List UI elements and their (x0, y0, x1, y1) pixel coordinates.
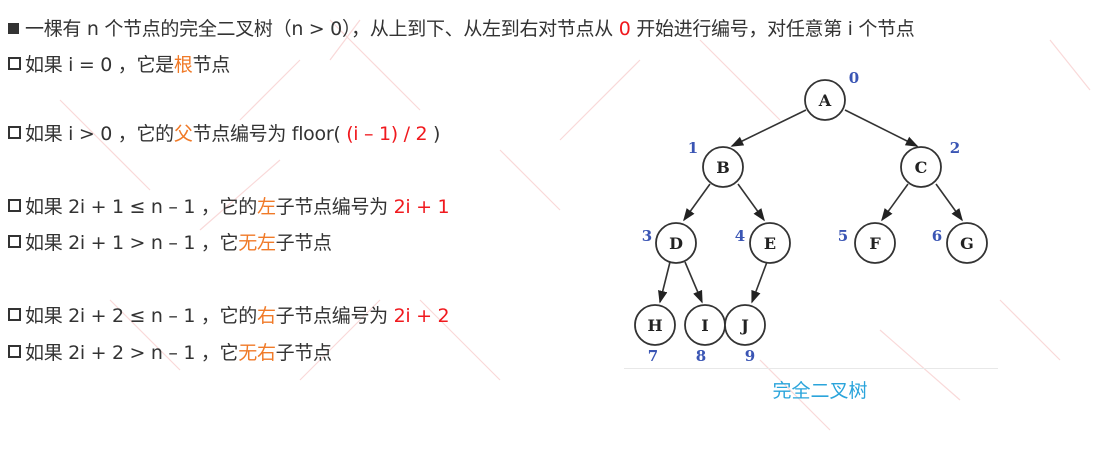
node-index: 5 (838, 227, 848, 245)
rule-text-post: 子节点 (275, 342, 332, 364)
rule-text-post: 子节点编号为 (275, 305, 394, 327)
node-label: C (915, 158, 928, 177)
hollow-square-bullet-icon (8, 235, 21, 248)
node-label: E (764, 234, 776, 253)
tree-nodes (634, 79, 988, 346)
node-label: H (647, 316, 662, 335)
rule-text: 如果 i > 0 ，它的 (25, 123, 174, 145)
rule-formula: 2i + 1 (393, 196, 450, 218)
node-index: 6 (932, 227, 942, 245)
rule-text-post: 子节点 (275, 232, 332, 254)
rule-parent: 如果 i > 0 ，它的父节点编号为 floor( (i – 1) / 2 ) (8, 121, 440, 147)
rule-emphasis: 无左 (238, 232, 276, 254)
rule-left-child: 如果 2i + 1 ≤ n – 1 ，它的左子节点编号为 2i + 1 (8, 194, 450, 220)
rule-text-tail: ) (427, 123, 441, 145)
rule-text: 如果 i = 0 ，它是 (25, 54, 174, 76)
diagram-caption: 完全二叉树 (772, 380, 868, 402)
intro-highlight: 0 (618, 18, 631, 40)
node-index: 1 (688, 139, 698, 157)
intro-text: 一棵有 n 个节点的完全二叉树（n > 0），从上到下、从左到右对节点从 (25, 18, 619, 40)
intro-text-suffix: 开始进行编号，对任意第 i 个节点 (630, 18, 915, 40)
node-index: 2 (950, 139, 960, 157)
rule-emphasis: 父 (173, 123, 193, 145)
node-index: 4 (735, 227, 745, 245)
node-label: J (739, 316, 749, 335)
node-index: 3 (642, 227, 652, 245)
rule-emphasis: 右 (256, 305, 276, 327)
caption-divider (624, 368, 998, 369)
rule-formula: 2i + 2 (393, 305, 450, 327)
rule-no-left-child: 如果 2i + 1 > n – 1 ，它无左子节点 (8, 230, 332, 256)
rule-text-post: 节点 (192, 54, 231, 76)
node-index: 9 (745, 347, 755, 365)
node-label: A (818, 91, 832, 110)
rule-text: 如果 2i + 1 > n – 1 ，它 (25, 232, 239, 254)
rule-emphasis: 左 (256, 196, 276, 218)
intro-line: 一棵有 n 个节点的完全二叉树（n > 0），从上到下、从左到右对节点从 0 开… (8, 16, 915, 42)
rule-text-post: 子节点编号为 (275, 196, 394, 218)
hollow-square-bullet-icon (8, 345, 21, 358)
node-label: G (960, 234, 974, 253)
rule-no-right-child: 如果 2i + 2 > n – 1 ，它无右子节点 (8, 340, 332, 366)
filled-square-bullet-icon (8, 23, 19, 34)
hollow-square-bullet-icon (8, 57, 21, 70)
rule-formula: (i – 1) / 2 (346, 123, 428, 145)
hollow-square-bullet-icon (8, 126, 21, 139)
node-index: 7 (648, 347, 658, 365)
rule-right-child: 如果 2i + 2 ≤ n – 1 ，它的右子节点编号为 2i + 2 (8, 303, 450, 329)
rule-emphasis: 无右 (238, 342, 276, 364)
node-label: D (669, 234, 683, 253)
node-label: F (869, 234, 881, 253)
tree-edges (658, 109, 963, 304)
rule-text: 如果 2i + 2 ≤ n – 1 ，它的 (25, 305, 257, 327)
hollow-square-bullet-icon (8, 308, 21, 321)
node-index: 8 (696, 347, 706, 365)
rule-text-post: 节点编号为 floor( (192, 123, 347, 145)
hollow-square-bullet-icon (8, 199, 21, 212)
rule-text: 如果 2i + 1 ≤ n – 1 ，它的 (25, 196, 257, 218)
rule-text: 如果 2i + 2 > n – 1 ，它 (25, 342, 239, 364)
rule-emphasis: 根 (173, 54, 193, 76)
node-label: B (716, 158, 730, 177)
node-label: I (701, 316, 708, 335)
rule-root: 如果 i = 0 ，它是根节点 (8, 52, 230, 78)
node-index: 0 (849, 69, 859, 87)
